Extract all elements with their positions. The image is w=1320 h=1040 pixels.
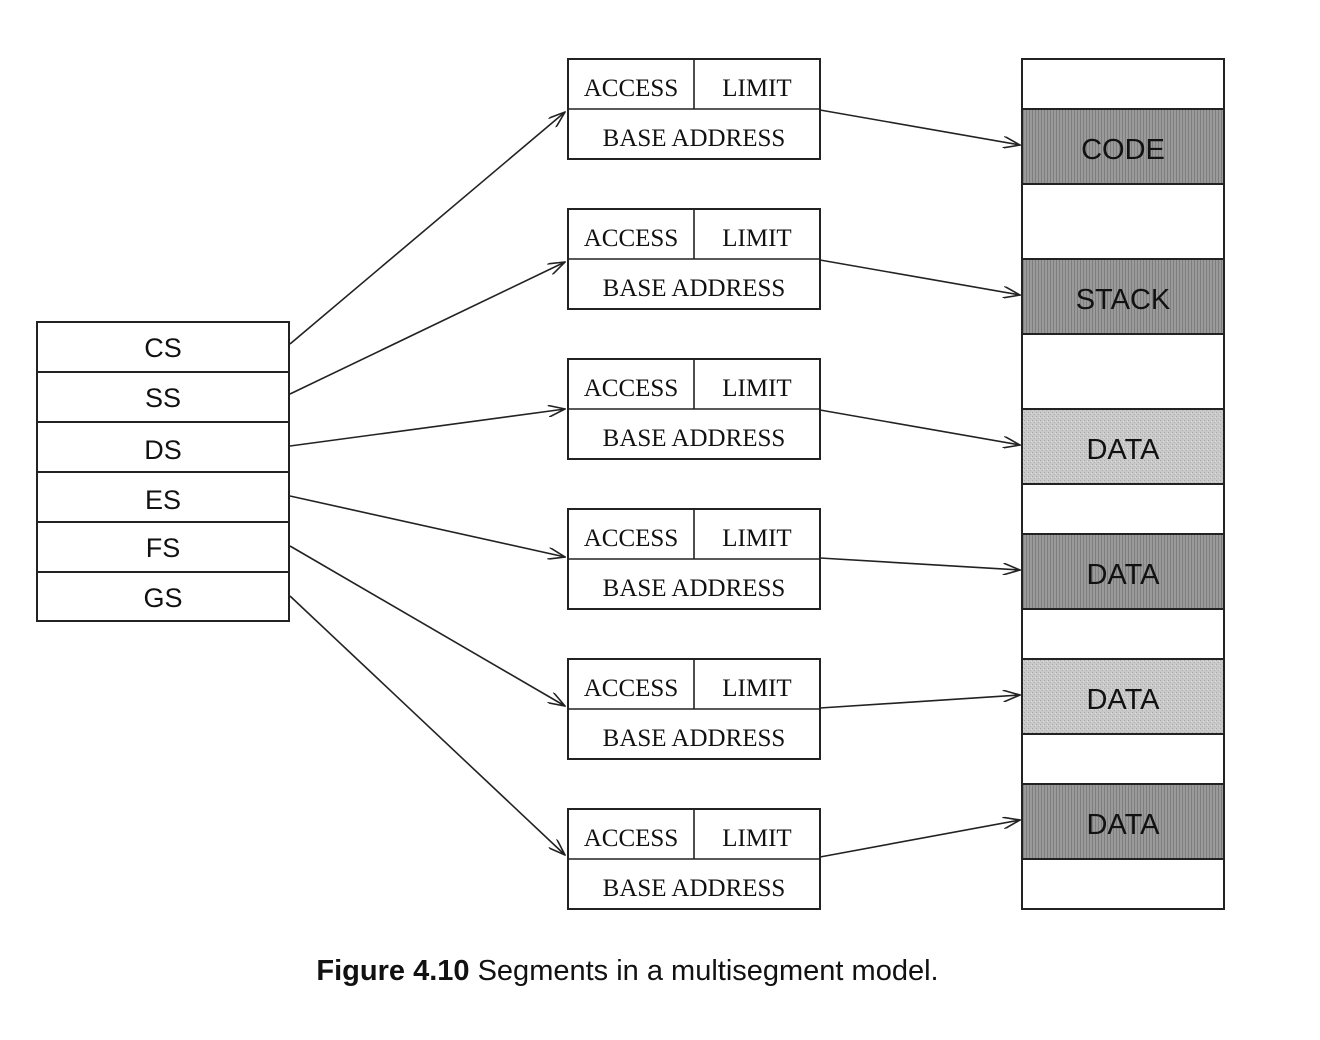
access-field: ACCESS xyxy=(584,225,678,252)
memory-segment-data-1: DATA xyxy=(1021,408,1225,485)
register-label: SS xyxy=(145,383,181,413)
arrows-layer xyxy=(289,109,1020,858)
arrow-es-to-descriptor-4 xyxy=(289,495,565,557)
access-field: ACCESS xyxy=(584,75,678,102)
arrow-descriptor-2-to-stack xyxy=(819,259,1020,295)
descriptor-5: ACCESS LIMIT BASE ADDRESS xyxy=(567,658,821,760)
arrow-cs-to-descriptor-1 xyxy=(289,112,565,345)
descriptor-6: ACCESS LIMIT BASE ADDRESS xyxy=(567,808,821,910)
register-ss: SS xyxy=(36,371,290,423)
register-label: GS xyxy=(143,583,182,613)
arrow-fs-to-descriptor-5 xyxy=(289,545,565,706)
memory-segment-data-2: DATA xyxy=(1021,533,1225,610)
descriptor-4: ACCESS LIMIT BASE ADDRESS xyxy=(567,508,821,610)
base-address-field: BASE ADDRESS xyxy=(603,725,786,752)
arrow-descriptor-1-to-code xyxy=(819,109,1020,145)
limit-field: LIMIT xyxy=(722,375,791,402)
register-label: DS xyxy=(144,435,182,465)
descriptor-2: ACCESS LIMIT BASE ADDRESS xyxy=(567,208,821,310)
figure-number: Figure 4.10 xyxy=(316,955,470,987)
figure-caption: Figure 4.10 Segments in a multisegment m… xyxy=(0,955,1255,988)
base-address-field: BASE ADDRESS xyxy=(603,425,786,452)
arrow-descriptor-4-to-data-2 xyxy=(819,557,1020,570)
segment-label: DATA xyxy=(1086,684,1160,716)
register-ds: DS xyxy=(36,421,290,473)
segment-label: DATA xyxy=(1086,809,1160,841)
segment-label: STACK xyxy=(1076,284,1171,316)
arrow-descriptor-3-to-data-1 xyxy=(819,409,1020,445)
access-field: ACCESS xyxy=(584,525,678,552)
access-field: ACCESS xyxy=(584,375,678,402)
segment-label: DATA xyxy=(1086,559,1160,591)
arrow-descriptor-6-to-data-4 xyxy=(819,820,1020,858)
memory-segment-data-3: DATA xyxy=(1021,658,1225,735)
register-fs: FS xyxy=(36,521,290,573)
arrow-ss-to-descriptor-2 xyxy=(289,262,565,395)
access-field: ACCESS xyxy=(584,825,678,852)
base-address-field: BASE ADDRESS xyxy=(603,575,786,602)
arrow-ds-to-descriptor-3 xyxy=(289,409,565,447)
segment-register-stack: CS SS DS ES FS GS xyxy=(36,321,290,622)
base-address-field: BASE ADDRESS xyxy=(603,875,786,902)
descriptor-column: ACCESS LIMIT BASE ADDRESS ACCESS LIMIT B… xyxy=(567,58,821,910)
base-address-field: BASE ADDRESS xyxy=(603,275,786,302)
memory-column: CODE STACK DATA DATA DATA DATA xyxy=(1021,58,1225,910)
register-label: ES xyxy=(145,485,181,515)
limit-field: LIMIT xyxy=(722,525,791,552)
memory-segment-data-4: DATA xyxy=(1021,783,1225,860)
limit-field: LIMIT xyxy=(722,225,791,252)
memory-segment-stack: STACK xyxy=(1021,258,1225,335)
arrow-gs-to-descriptor-6 xyxy=(289,595,565,855)
memory-segment-code: CODE xyxy=(1021,108,1225,185)
register-gs: GS xyxy=(36,571,290,622)
register-cs: CS xyxy=(36,321,290,373)
access-field: ACCESS xyxy=(584,675,678,702)
segment-label: DATA xyxy=(1086,434,1160,466)
limit-field: LIMIT xyxy=(722,675,791,702)
segment-label: CODE xyxy=(1081,134,1165,166)
register-label: CS xyxy=(144,333,182,363)
limit-field: LIMIT xyxy=(722,825,791,852)
figure-caption-text: Segments in a multisegment model. xyxy=(469,955,939,987)
descriptor-3: ACCESS LIMIT BASE ADDRESS xyxy=(567,358,821,460)
base-address-field: BASE ADDRESS xyxy=(603,125,786,152)
descriptor-1: ACCESS LIMIT BASE ADDRESS xyxy=(567,58,821,160)
register-es: ES xyxy=(36,471,290,523)
arrow-descriptor-5-to-data-3 xyxy=(819,695,1020,709)
limit-field: LIMIT xyxy=(722,75,791,102)
register-label: FS xyxy=(146,533,181,563)
